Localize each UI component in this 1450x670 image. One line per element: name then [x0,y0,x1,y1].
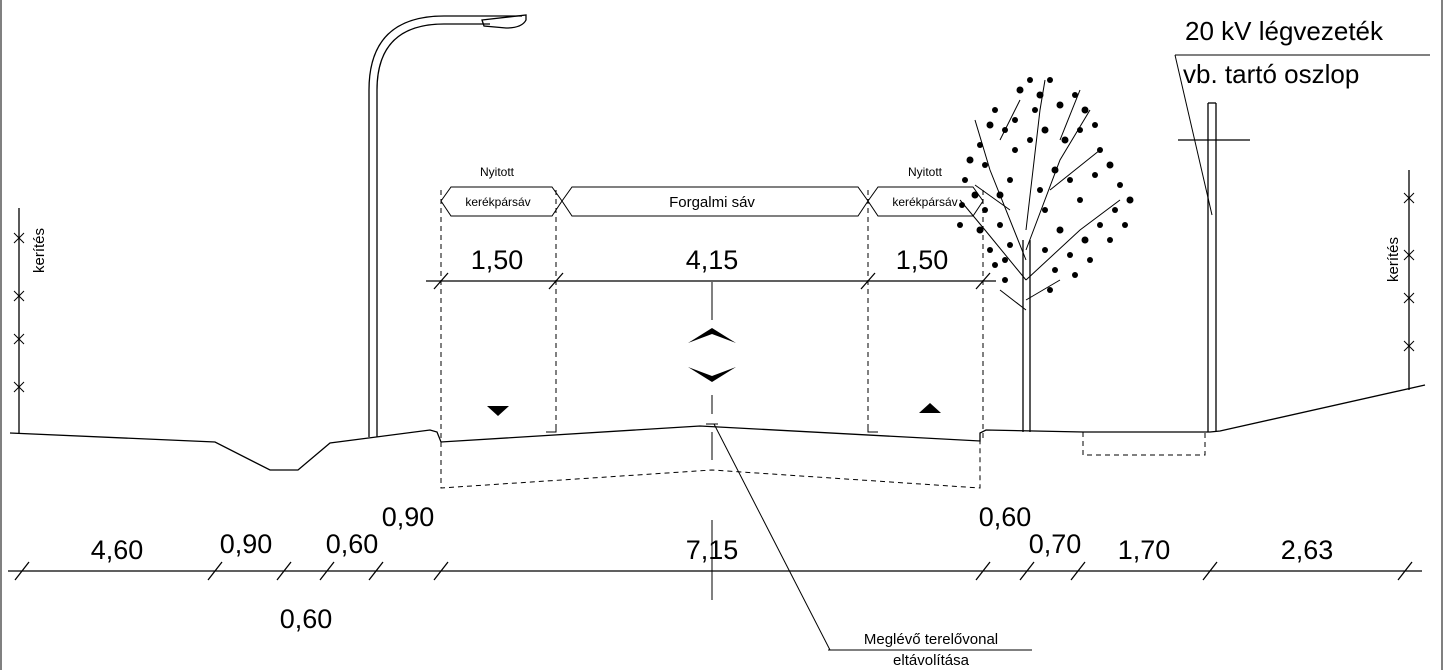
dim-top-traffic: 4,15 [686,245,739,275]
note-line-1: Meglévő terelővonal [864,631,998,648]
bike-lane-direction-down-icon [487,406,509,416]
lane-boundaries [440,190,984,440]
dim-bottom-6: 0,60 [979,502,1032,532]
road-centerline [688,282,736,600]
right-bike-lane-label-1: Nyitott [908,165,943,179]
dim-bottom-7: 0,70 [1029,529,1082,559]
dim-bottom-8: 1,70 [1118,535,1171,565]
right-bike-lane-arrow [867,186,984,217]
left-bike-lane-label-1: Nyitott [480,165,515,179]
tree-foliage [957,77,1134,293]
traffic-arrow-down-icon [688,367,736,382]
dim-bottom-2: 0,90 [220,529,273,559]
bike-lane-direction-up-icon [919,403,941,413]
right-fence [1403,170,1415,390]
electric-pole-icon [1178,102,1250,432]
note-line-2: eltávolítása [893,652,970,669]
dim-bottom-10: 0,60 [280,604,333,634]
traffic-arrow-up-icon [688,328,736,343]
dim-bottom-5: 7,15 [686,535,739,565]
dim-bottom-9: 2,63 [1281,535,1334,565]
left-fence [13,208,25,433]
dim-bottom-4: 0,90 [382,502,435,532]
right-fence-label: kerítés [1385,237,1402,282]
pole-label-line-1: 20 kV légvezeték [1185,16,1384,46]
dim-bottom-1: 4,60 [91,535,144,565]
ground-profile [9,384,1426,471]
street-lamp-icon [368,14,527,437]
upper-dimension-line [426,272,996,290]
tree-branches [959,79,1121,311]
dim-top-left-bike: 1,50 [471,245,524,275]
traffic-lane-label: Forgalmi sáv [669,194,755,211]
note-leader [713,423,1032,651]
dim-top-right-bike: 1,50 [896,245,949,275]
pavement-structure [440,432,1206,489]
left-bike-lane-label-2: kerékpársáv [465,195,530,209]
pole-label-leader [1174,54,1430,216]
dim-bottom-3: 0,60 [326,529,379,559]
pole-label-line-2: vb. tartó oszlop [1183,59,1359,89]
tree-icon [957,77,1134,432]
bottom-dimension-line [8,561,1422,581]
left-fence-label: kerítés [31,228,48,273]
right-bike-lane-label-2: kerékpársáv [892,195,957,209]
lane-label-arrows [440,186,984,217]
